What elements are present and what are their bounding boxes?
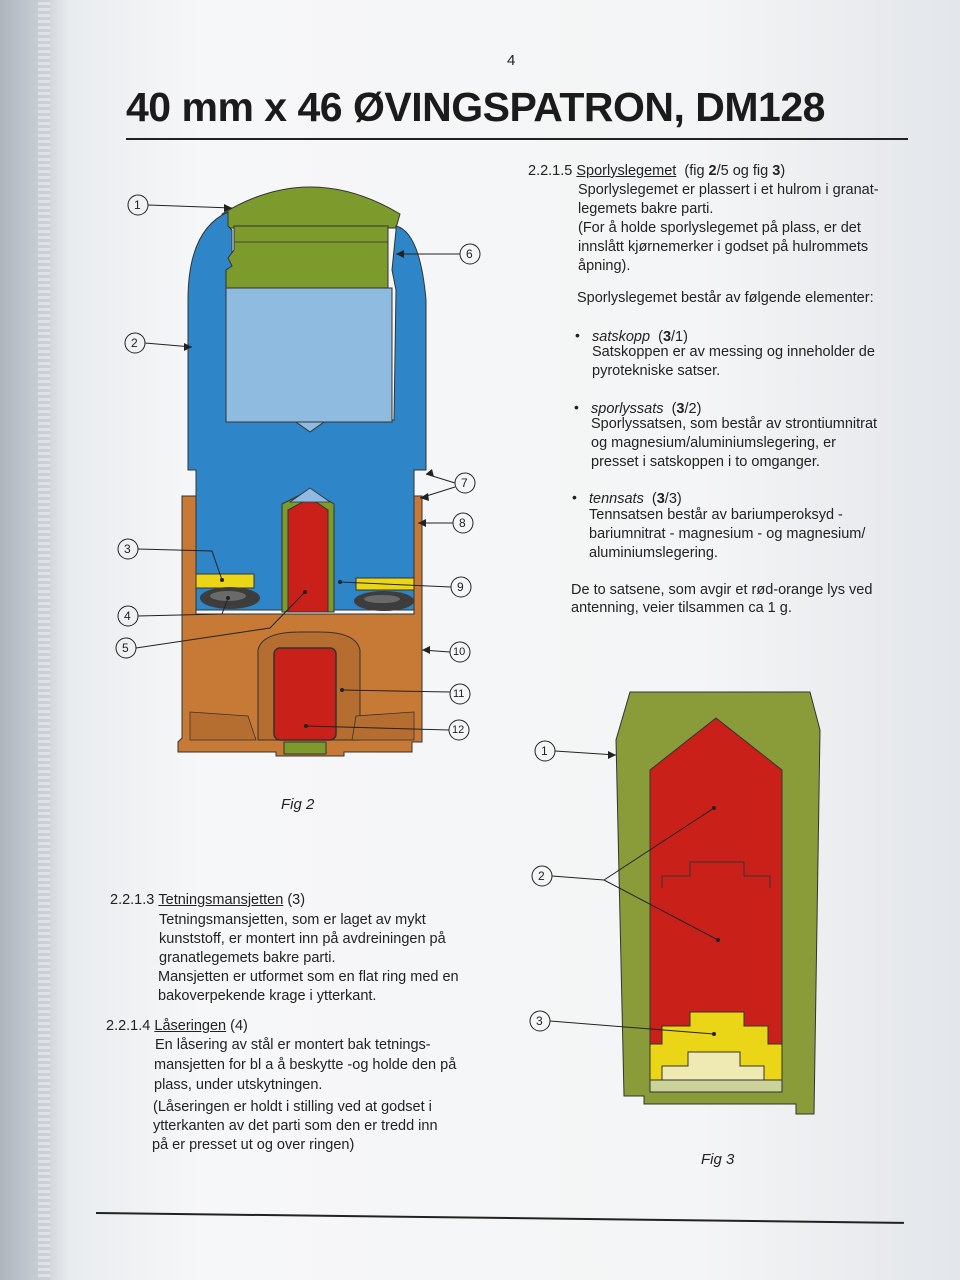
item-satskopp-line: Satskoppen er av messing og inneholder d… [592,344,875,360]
section-2213-line: kunststoff, er montert inn på avdreining… [159,931,446,947]
section-2215-line: (For å holde sporlyslegemet på plass, er… [578,220,861,236]
fig2-callout-9: 9 [457,580,464,594]
fig2-projectile-body [187,211,427,611]
title-rule [126,138,908,140]
section-2213-heading: 2.2.1.3 Tetningsmansjetten (3) [110,892,306,908]
sheet-protector-binding [38,0,50,1280]
fig3-callout-1: 1 [541,744,548,758]
section-2215-line: legemets bakre parti. [578,201,714,217]
fig2-primer-charge [273,647,337,741]
fig2-callout-1: 1 [134,198,141,212]
section-2213-line: Mansjetten er utformet som en flat ring … [158,969,459,985]
section-2214-line: En låsering av stål er montert bak tetni… [155,1037,431,1053]
fig2-nose-cap [221,186,401,229]
fig2-callout-5: 5 [122,641,129,655]
item-satskopp-heading: satskopp (3/1) [592,329,688,345]
section-2214-line: ytterkanten av det parti som den er tred… [153,1118,438,1134]
fig2-cavity-tip [294,421,326,433]
fig3-tracer-composition [649,717,783,1045]
item-sporlyssats-line: presset i satskoppen i to omganger. [591,454,820,470]
section-2214-heading: 2.2.1.4 Låseringen (4) [106,1018,248,1034]
page-number: 4 [507,52,516,69]
item-tennsats-line: bariumnitrat - magnesium - og magnesium/ [589,526,866,542]
section-2214-line: (Låseringen er holdt i stilling ved at g… [153,1099,432,1115]
fig2-callout-7: 7 [461,476,468,490]
item-sporlyssats-heading: sporlyssats (3/2) [591,401,702,417]
fig2-cartridge-case [177,495,423,757]
item-tennsats-line: aluminiumslegering. [589,545,718,561]
bullet: • [575,327,580,343]
section-2214-line: på er presset ut og over ringen) [152,1137,355,1153]
item-tennsats-heading: tennsats (3/3) [589,491,682,507]
fig2-nose-insert [225,225,389,289]
section-2213-line: Tetningsmansjetten, som er laget av mykt [159,912,426,928]
section-2215-heading: 2.2.1.5 Sporlyslegemet (fig 2/5 og fig 3… [528,163,786,179]
item-tennsats-line: Tennsatsen består av bariumperoksyd - [589,507,843,523]
fig2-tracer-charge [287,497,329,613]
fig3-callout-2: 2 [538,869,545,883]
section-2215-closing: De to satsene, som avgir et rød-orange l… [571,582,873,598]
section-2214-line: mansjetten for bl a å beskytte -og holde… [154,1057,457,1073]
section-2215-line: innslått kjørnemerker i godset på hulrom… [578,239,869,255]
fig2-callout-11: 11 [453,688,465,700]
bullet: • [572,489,577,505]
fig2-callout-8: 8 [459,516,466,530]
fig2-callout-2: 2 [131,336,138,350]
item-sporlyssats-line: Sporlyssatsen, som består av strontiumni… [591,416,878,432]
fig2-caption: Fig 2 [281,796,315,813]
fig2-sealing-ring-left [195,573,255,589]
fig2-cavity [225,287,393,423]
fig2-callout-3: 3 [124,542,131,556]
section-2214-line: plass, under utskytningen. [154,1077,323,1093]
bullet: • [574,399,579,415]
fig3-caption: Fig 3 [701,1151,735,1168]
section-2215-line: Sporlyslegemet er plassert i et hulrom i… [578,182,879,198]
page-title: 40 mm x 46 ØVINGSPATRON, DM128 [126,84,825,130]
fig2-callout-12: 12 [452,724,465,736]
item-satskopp-line: pyrotekniske satser. [592,363,721,379]
section-2213-line: granatlegemets bakre parti. [159,950,336,966]
fig2-base-plug [283,741,327,755]
section-2215-intro: Sporlyslegemet består av følgende elemen… [577,290,874,306]
section-2213-line: bakoverpekende krage i ytterkant. [158,988,377,1004]
fig2-callout-4: 4 [124,609,131,623]
section-2215-closing: antenning, veier tilsammen ca 1 g. [571,600,792,616]
item-sporlyssats-line: og magnesium/aluminiumslegering, er [591,435,837,451]
section-2215-line: åpning). [578,258,631,274]
fig3-callout-3: 3 [536,1014,543,1028]
fig2-callout-10: 10 [453,646,466,658]
fig2-callout-6: 6 [466,247,473,261]
